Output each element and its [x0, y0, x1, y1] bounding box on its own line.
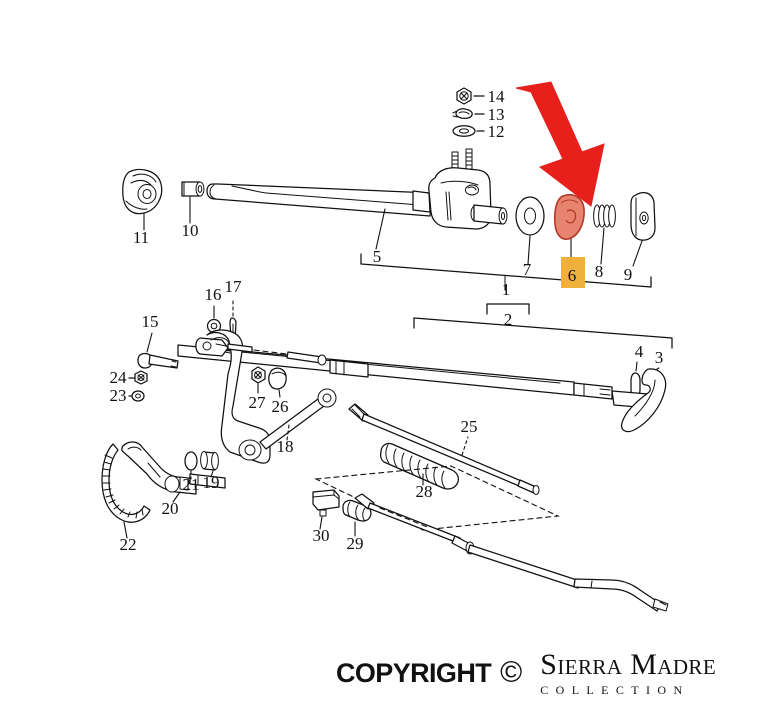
callout-20: 20 — [162, 499, 179, 518]
callout-5: 5 — [373, 247, 382, 266]
callout-numbers: 1 2 3 4 5 6 7 8 9 10 11 12 13 14 15 16 1… — [110, 87, 664, 554]
callout-11: 11 — [133, 228, 149, 247]
part-26-bushing — [268, 367, 287, 398]
callout-10: 10 — [182, 221, 199, 240]
brand-logo: Sierra Madre COLLECTION — [540, 648, 717, 697]
callout-18: 18 — [277, 437, 294, 456]
brand-subtitle: COLLECTION — [540, 683, 690, 697]
callout-16: 16 — [205, 285, 222, 304]
callout-2: 2 — [504, 310, 513, 329]
callout-27: 27 — [249, 393, 267, 412]
callout-21: 21 — [183, 475, 200, 494]
part-7-washer — [515, 196, 545, 265]
part-3-handle-grip — [611, 367, 667, 433]
part-11-dome-boot — [122, 168, 163, 231]
copyright-word: COPYRIGHT — [336, 657, 492, 688]
callout-9: 9 — [624, 265, 633, 284]
bracket-group-rod — [413, 317, 673, 349]
part-9-bracket-plate — [630, 192, 656, 267]
part-8-coil-spring — [593, 204, 616, 265]
upper-cable — [227, 343, 327, 366]
callout-28: 28 — [416, 482, 433, 501]
spring-washer-icon — [452, 108, 473, 119]
callout-8: 8 — [595, 262, 604, 281]
label-6-highlight-box — [561, 257, 585, 288]
callout-3: 3 — [655, 348, 664, 367]
lever-housing — [412, 148, 508, 230]
dashed-group-area — [313, 465, 561, 531]
callout-30: 30 — [313, 526, 330, 545]
callout-6: 6 — [568, 266, 577, 285]
part-4-pin — [630, 361, 641, 397]
part-24-nut — [128, 370, 148, 385]
callout-19: 19 — [203, 473, 220, 492]
copyright-symbol-icon: © — [500, 656, 523, 689]
callout-7: 7 — [523, 260, 532, 279]
bracket-group-2 — [486, 303, 530, 315]
part-19-spacer — [200, 451, 219, 478]
part-5-lever-shaft — [206, 183, 433, 250]
part-22-flexible-conduit — [101, 443, 151, 539]
part-28-bellows-boot — [380, 442, 459, 490]
callout-29: 29 — [347, 534, 364, 553]
part-23-nut — [128, 390, 145, 402]
part-27-nut — [251, 366, 266, 394]
callout-23: 23 — [110, 386, 127, 405]
callout-4: 4 — [635, 342, 644, 361]
highlight-arrow-icon — [515, 81, 605, 207]
callout-1: 1 — [502, 280, 511, 299]
part-10-plug — [181, 181, 205, 224]
callout-15: 15 — [142, 312, 159, 331]
part-20-bell-crank — [121, 329, 271, 503]
copyright-footer: COPYRIGHT © Sierra Madre COLLECTION — [336, 648, 756, 698]
part-25-cable — [348, 403, 540, 495]
callout-22: 22 — [120, 535, 137, 554]
part-16-washer — [206, 305, 222, 334]
part-30-clip — [312, 489, 340, 530]
part-21-bushing — [184, 451, 198, 480]
bracket-group-1 — [360, 253, 652, 291]
callout-14: 14 — [488, 87, 506, 106]
callout-25: 25 — [461, 417, 478, 436]
top-fastener-stack — [452, 87, 485, 137]
brand-name: Sierra Madre — [540, 648, 717, 681]
callout-13: 13 — [488, 105, 505, 124]
hex-nut-icon — [456, 87, 472, 105]
flat-washer-icon — [452, 125, 476, 137]
callout-17: 17 — [225, 277, 243, 296]
callout-12: 12 — [488, 122, 505, 141]
part-18-connecting-rod — [259, 388, 337, 450]
callout-26: 26 — [272, 397, 289, 416]
part-6-highlighted-bushing — [553, 193, 585, 259]
callout-24: 24 — [110, 368, 128, 387]
lower-long-cable — [354, 493, 669, 612]
part-2-pull-rod — [177, 337, 613, 400]
part-15-bolt — [137, 332, 179, 369]
